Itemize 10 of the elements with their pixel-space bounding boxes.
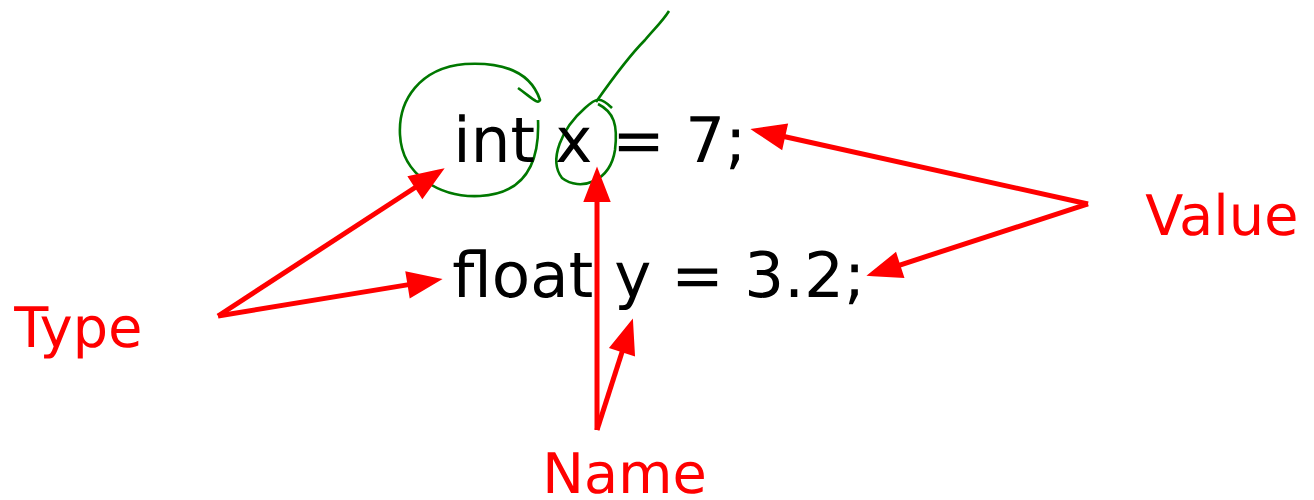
code-token: y bbox=[616, 262, 650, 311]
code-token: 7; bbox=[690, 116, 739, 170]
code-token: float bbox=[453, 249, 592, 298]
code-token: 3.2; bbox=[749, 250, 858, 305]
annotation-label: Name bbox=[547, 452, 704, 494]
equals-sign: = bbox=[677, 268, 718, 287]
code-token: int bbox=[459, 114, 534, 162]
equals-sign: = bbox=[618, 133, 659, 152]
annotation-label: Type bbox=[14, 306, 140, 359]
annotation-label: Value bbox=[1145, 192, 1296, 236]
